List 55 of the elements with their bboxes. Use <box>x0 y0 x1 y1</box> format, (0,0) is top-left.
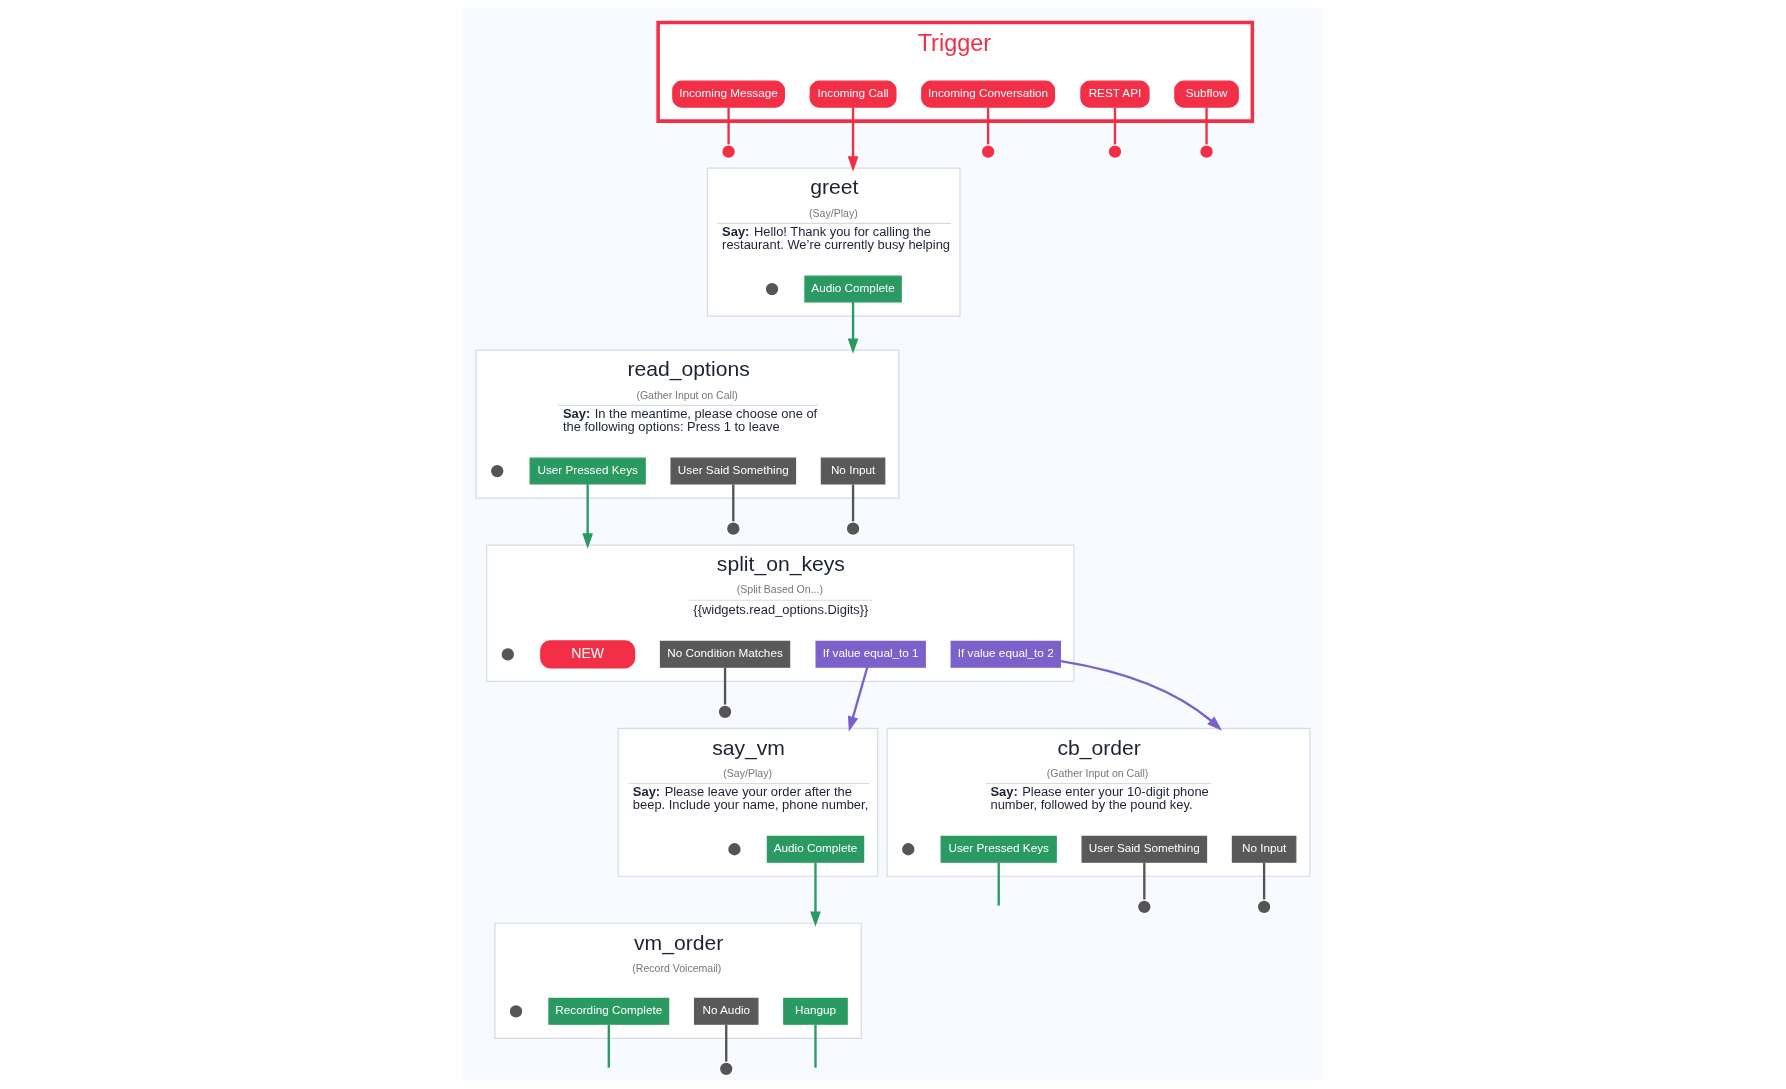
node-box: NEW <box>540 640 636 669</box>
node-box: User Said Something <box>670 457 797 485</box>
node-box: No Audio <box>693 997 759 1025</box>
node-circle <box>1198 143 1215 160</box>
node-box: Audio Complete <box>804 275 902 303</box>
connector <box>607 1024 610 1068</box>
node-box: Subflow <box>1174 80 1239 108</box>
node-box: Hangup <box>783 997 848 1025</box>
connector <box>997 862 1000 906</box>
node-circle <box>1256 898 1273 915</box>
arrow <box>810 862 821 927</box>
node-circle <box>720 143 737 160</box>
node-box: No Input <box>820 457 886 485</box>
node-circle <box>726 841 743 858</box>
node-circle <box>489 463 506 480</box>
node-box: User Said Something <box>1081 835 1208 863</box>
arrow <box>847 302 859 354</box>
node-box: Audio Complete <box>766 835 865 863</box>
connector <box>851 484 855 522</box>
connector <box>732 484 735 522</box>
connector <box>1205 107 1208 145</box>
node-box: Incoming Message <box>672 80 785 108</box>
connector <box>1113 107 1117 145</box>
node-box: If value equal_to 2 <box>950 640 1061 668</box>
node-circle <box>508 1003 524 1020</box>
node-box: Recording Complete <box>548 997 670 1025</box>
node-box: Incoming Call <box>809 80 897 108</box>
node-circle <box>718 1060 735 1077</box>
node-circle <box>845 520 861 537</box>
arrow <box>847 667 869 732</box>
node-circle <box>717 703 733 720</box>
connector <box>986 107 990 145</box>
node-box: No Condition Matches <box>659 640 791 668</box>
node-circle <box>764 281 780 297</box>
node-box: Incoming Conversation <box>921 80 1056 108</box>
node-circle <box>900 841 917 858</box>
node-box: If value equal_to 1 <box>815 640 926 668</box>
node-box: REST API <box>1080 80 1150 108</box>
arrow <box>582 484 593 549</box>
connector <box>727 107 730 145</box>
connector <box>725 1024 728 1062</box>
arrow <box>847 107 859 172</box>
node-box: User Pressed Keys <box>529 457 646 485</box>
node-circle <box>725 520 742 537</box>
node-circle <box>980 143 997 160</box>
arrow <box>1060 659 1223 731</box>
node-box: No Input <box>1231 835 1297 863</box>
node-circle <box>1107 143 1123 160</box>
node-box: User Pressed Keys <box>940 835 1057 863</box>
node-circle <box>499 646 516 663</box>
connector <box>723 667 727 705</box>
connector <box>1143 862 1146 900</box>
connector <box>814 1024 817 1068</box>
connector <box>1262 862 1266 900</box>
node-circle <box>1136 898 1153 915</box>
